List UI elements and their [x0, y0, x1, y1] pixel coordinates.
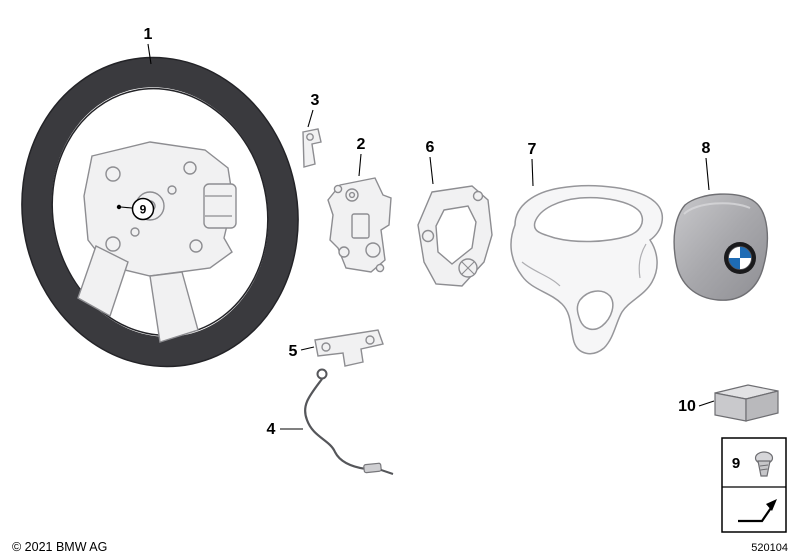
callout-10[interactable]: 10: [678, 398, 696, 415]
callout-5[interactable]: 5: [289, 343, 298, 360]
clip-arrow-icon: [738, 499, 777, 523]
leader-line-9: [120, 206, 133, 209]
contact-bracket-drawing: [302, 128, 322, 168]
callout-2[interactable]: 2: [357, 136, 366, 153]
hub-callout-dot: [116, 204, 122, 210]
steering-wheel-drawing: 9: [21, 56, 299, 368]
callouts: 1 3 2 6 7 8 5 4 10: [144, 26, 715, 438]
callout-9-hub[interactable]: 9: [140, 203, 147, 217]
wheel-spoke-bottom: [149, 271, 199, 343]
steering-wheel-hub: [77, 141, 237, 343]
trim-cover-drawing: [510, 184, 664, 355]
spacer-frame-drawing: [417, 185, 493, 287]
airbag-module-drawing: [673, 193, 769, 301]
copyright-text: © 2021 BMW AG: [12, 540, 107, 554]
callout-8[interactable]: 8: [702, 140, 711, 157]
hub-callout-circle: [131, 197, 155, 221]
bmw-roundel-icon: [724, 242, 756, 274]
diagram-number: 520104: [751, 542, 788, 554]
callout-4[interactable]: 4: [267, 421, 276, 438]
cable-drawing: [304, 368, 394, 475]
callout-1[interactable]: 1: [144, 26, 153, 43]
callout-7[interactable]: 7: [528, 141, 537, 158]
callout-6[interactable]: 6: [426, 139, 435, 156]
legend-table: 9: [721, 437, 787, 533]
kit-box-drawing: [714, 384, 779, 422]
backplate-drawing: [327, 177, 392, 273]
callout-3[interactable]: 3: [311, 92, 320, 109]
clip-bracket-drawing: [314, 329, 384, 367]
wheel-spoke-left: [77, 245, 129, 318]
hub-callout-9[interactable]: 9: [116, 197, 155, 221]
screw-icon: [754, 451, 774, 477]
callout-9-legend[interactable]: 9: [732, 455, 740, 472]
